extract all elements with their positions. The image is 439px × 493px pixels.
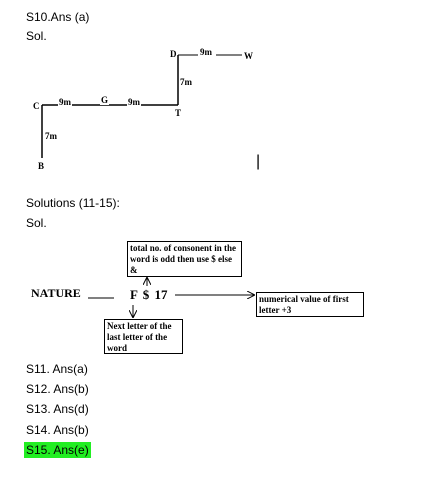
point-d-label: D — [170, 49, 177, 59]
gt-distance-label: 9m — [127, 97, 141, 107]
cb-distance-label: 7m — [45, 131, 57, 141]
answer-s13: S13. Ans(d) — [26, 402, 89, 416]
point-w-label: W — [244, 51, 253, 61]
point-b-label: B — [38, 161, 45, 171]
answer-s11: S11. Ans(a) — [26, 362, 88, 376]
answer-s14: S14. Ans(b) — [26, 423, 89, 437]
code-output: F $ 17 — [130, 287, 168, 302]
numerical-value-rule-box: numerical value of first letter +3 — [256, 292, 364, 317]
solutions-sol-label: Sol. — [26, 216, 47, 230]
consonant-rule-box: total no. of consonent in the word is od… — [127, 241, 242, 277]
dt-distance-label: 7m — [180, 77, 192, 87]
point-g-label: G — [100, 95, 110, 105]
solutions-heading: Solutions (11-15): — [26, 196, 120, 210]
dw-distance-label: 9m — [200, 47, 212, 57]
word-nature: NATURE — [31, 286, 81, 300]
answer-s15-highlighted: S15. Ans(e) — [24, 442, 91, 458]
answer-s12: S12. Ans(b) — [26, 382, 89, 396]
cg-distance-label: 9m — [58, 97, 72, 107]
text-cursor: | — [256, 153, 261, 170]
s10-sol-label: Sol. — [26, 29, 47, 43]
point-c-label: C — [33, 101, 40, 111]
next-letter-rule-box: Next letter of the last letter of the wo… — [104, 319, 183, 354]
s10-answer-heading: S10.Ans (a) — [26, 10, 90, 24]
point-t-label: T — [175, 108, 182, 118]
